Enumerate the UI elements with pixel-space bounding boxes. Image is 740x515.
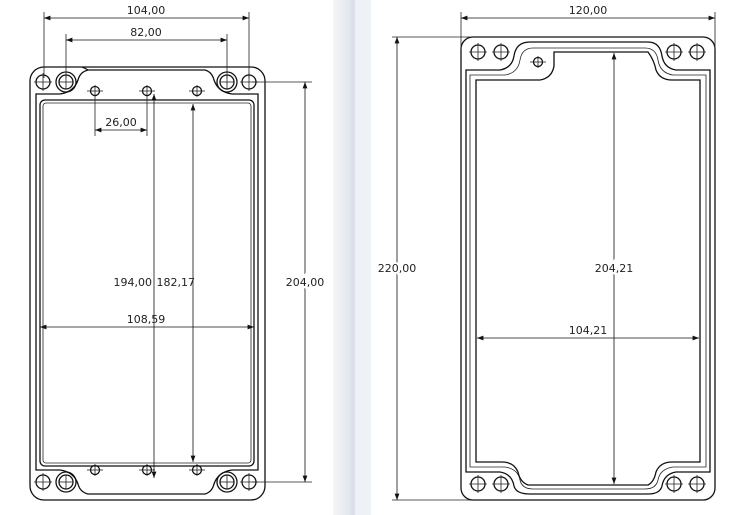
mounting-hole-icon <box>468 474 488 494</box>
dim-108-59: 108,59 <box>127 313 166 326</box>
panel-divider <box>333 0 371 515</box>
dim-182-17: 182,17 <box>157 276 196 289</box>
dim-204: 204,00 <box>286 276 325 289</box>
small-hole-icon <box>529 55 547 69</box>
screw-hole-icon <box>216 471 238 493</box>
dim-194: 194,00 <box>114 276 153 289</box>
mounting-hole-icon <box>664 42 684 62</box>
mounting-hole-icon <box>491 42 511 62</box>
screw-hole-icon <box>55 471 77 493</box>
dim-104: 104,00 <box>127 4 166 17</box>
left-outer-outline <box>29 66 266 501</box>
dim-26: 26,00 <box>105 116 137 129</box>
right-cavity <box>475 51 701 486</box>
mounting-hole-icon <box>664 474 684 494</box>
mounting-hole-icon <box>491 474 511 494</box>
dim-204-21: 204,21 <box>595 262 634 275</box>
mounting-hole-icon <box>687 42 707 62</box>
dim-220: 220,00 <box>378 262 417 275</box>
mounting-hole-icon <box>33 72 53 92</box>
dim-104-21: 104,21 <box>569 324 608 337</box>
mounting-hole-icon <box>468 42 488 62</box>
right-enclosure-view: 120,00 220,00 204,21 104,21 <box>376 4 716 501</box>
mounting-hole-icon <box>33 472 53 492</box>
left-enclosure-view: 104,00 82,00 26,00 194,00 182,17 204,00 … <box>29 4 326 501</box>
mounting-hole-icon <box>687 474 707 494</box>
dim-120: 120,00 <box>569 4 608 17</box>
dim-82: 82,00 <box>130 26 162 39</box>
right-outer-outline <box>460 36 716 501</box>
right-lid-groove <box>465 41 711 495</box>
small-hole-icon <box>188 84 206 98</box>
